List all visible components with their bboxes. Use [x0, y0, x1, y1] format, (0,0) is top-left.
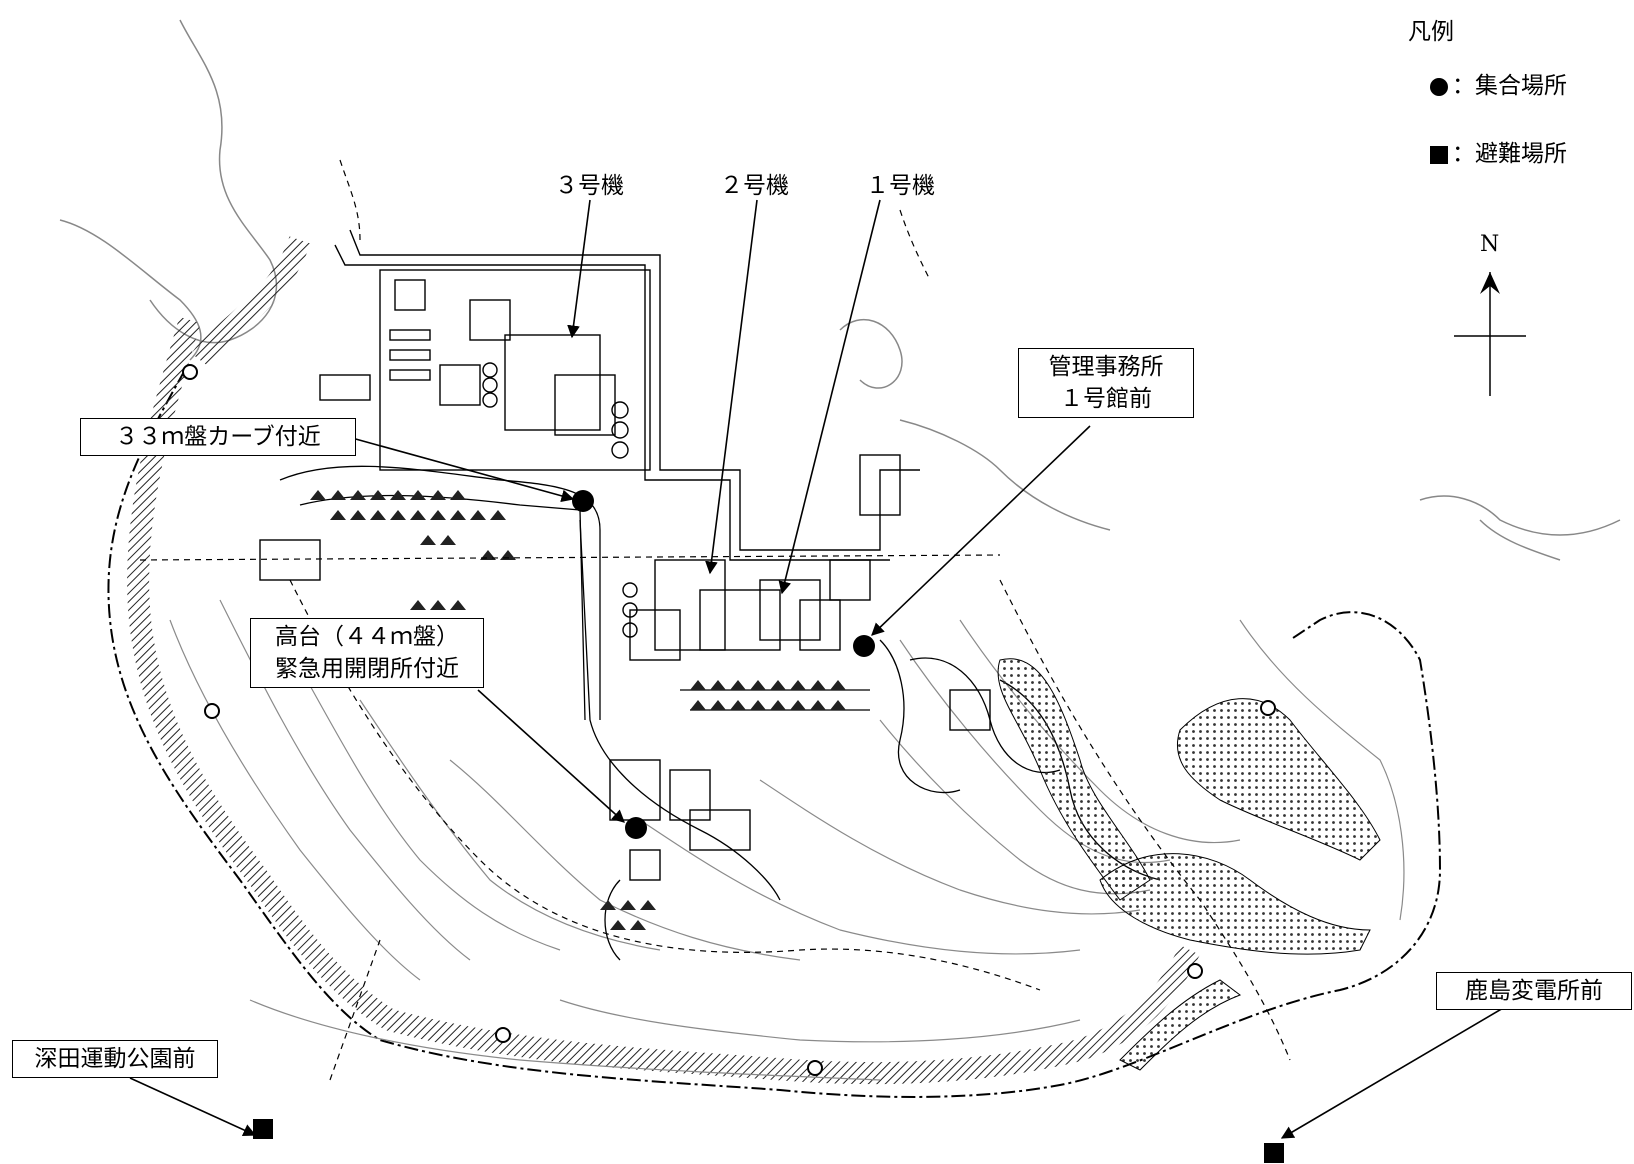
- north-letter: N: [1480, 232, 1500, 257]
- label-33m-curve: ３３ｍ盤カーブ付近: [80, 418, 356, 456]
- north-arrow: N: [1450, 232, 1530, 402]
- label-kashima: 鹿島変電所前: [1436, 972, 1632, 1010]
- assembly-point-33m-curve: [572, 490, 594, 512]
- legend-evacuation: ：避難場所: [1430, 134, 1567, 168]
- perimeter-slope: [127, 316, 1200, 1085]
- unit1-label: １号機: [866, 173, 935, 199]
- legend-assembly-label: ：集合場所: [1452, 73, 1567, 99]
- checkered-slopes: [997, 658, 1381, 1071]
- filled-square-icon: [1430, 146, 1448, 164]
- label-office: 管理事務所 １号館前: [1018, 348, 1194, 418]
- assembly-point-highland: [625, 817, 647, 839]
- label-office-line1: 管理事務所: [1048, 354, 1164, 380]
- label-highland: 高台（４４ｍ盤） 緊急用開閉所付近: [250, 618, 484, 688]
- unit2-label: ２号機: [720, 173, 789, 199]
- dashed-lines: [139, 159, 1291, 1081]
- label-office-line2: １号館前: [1060, 386, 1152, 412]
- filled-circle-icon: [1430, 78, 1448, 96]
- boundary-posts: [182, 364, 1276, 1076]
- legend-evacuation-label: ：避難場所: [1452, 141, 1567, 167]
- label-highland-line1: 高台（４４ｍ盤）: [275, 624, 459, 650]
- unit3-label: ３号機: [555, 173, 624, 199]
- pointer-arrows: [129, 199, 1511, 1139]
- assembly-point-office-1: [853, 635, 875, 657]
- site-boundary: [107, 369, 1442, 1098]
- north-arrow-icon: [1454, 272, 1526, 396]
- slope-protection: [310, 490, 846, 930]
- legend-assembly: ：集合場所: [1430, 66, 1567, 100]
- plant-facilities: [259, 229, 991, 881]
- evacuation-site-fukada: [253, 1119, 273, 1139]
- evacuation-site-kashima: [1264, 1143, 1284, 1163]
- label-fukada: 深田運動公園前: [12, 1040, 218, 1078]
- label-highland-line2: 緊急用開閉所付近: [275, 656, 459, 682]
- coastline: [59, 19, 1621, 561]
- legend-title: 凡例: [1408, 19, 1454, 45]
